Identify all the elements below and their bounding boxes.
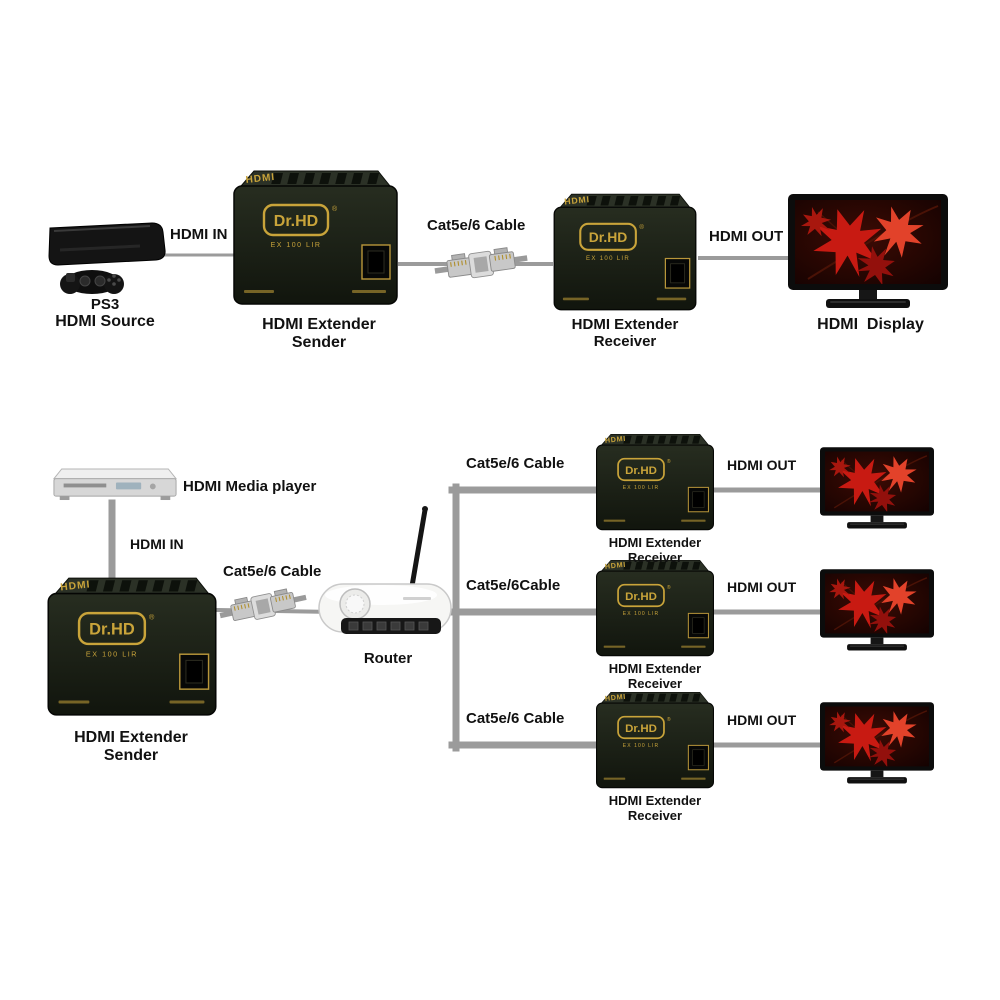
- hdmi-extender-receiver-2: [595, 559, 715, 657]
- media-player-label: HDMI Media player: [183, 478, 317, 495]
- hdmi-display-2: [820, 569, 934, 650]
- hdmi-out-label-top: HDMI OUT: [709, 228, 784, 245]
- sender-caption-bottom-line2: Sender: [103, 747, 159, 765]
- hdmi-out-label-1: HDMI OUT: [727, 457, 797, 473]
- hdmi-display-label: HDMI Display: [817, 316, 924, 333]
- cat5-label-branch-1: Cat5e/6 Cable: [466, 455, 565, 472]
- receiver-caption-3-line1: HDMI Extender: [608, 793, 702, 808]
- hdmi-display-3: [820, 702, 934, 783]
- hdmi-extender-receiver-top: [553, 192, 697, 311]
- hdmi-extender-sender-bottom: [47, 576, 217, 717]
- hdmi-out-label-3: HDMI OUT: [727, 712, 797, 728]
- receiver-caption-3: HDMI Extender Receiver: [580, 793, 730, 824]
- hdmi-media-player: [53, 468, 177, 501]
- sender-caption-top-line2: Sender: [291, 334, 347, 352]
- cat5-label-router: Cat5e/6 Cable: [223, 563, 322, 580]
- hdmi-extender-receiver-3: [595, 691, 715, 789]
- receiver-caption-2: HDMI Extender Receiver: [580, 661, 730, 692]
- sender-caption-top-line1: HDMI Extender: [262, 316, 376, 333]
- router-label: Router: [363, 650, 413, 667]
- receiver-caption-3-line2: Receiver: [627, 807, 683, 823]
- rj45-coupler-top: [432, 244, 530, 284]
- sender-caption-bottom-line1: HDMI Extender: [74, 729, 188, 746]
- hdmi-source-label: HDMI Source: [55, 313, 155, 330]
- hdmi-display-1: [820, 447, 934, 528]
- sender-caption-bottom: HDMI Extender Sender: [45, 729, 217, 766]
- rj45-coupler-bottom: [216, 584, 310, 628]
- hdmi-extender-receiver-1: [595, 433, 715, 531]
- ps3-console: [47, 221, 167, 296]
- receiver-caption-2-line2: Receiver: [627, 675, 683, 691]
- hdmi-in-label-top: HDMI IN: [170, 226, 228, 243]
- ps3-label: PS3: [90, 296, 120, 313]
- receiver-caption-top-line1: HDMI Extender: [571, 316, 679, 333]
- receiver-caption-top: HDMI Extender Receiver: [550, 316, 700, 351]
- cat5-label-top: Cat5e/6 Cable: [427, 217, 526, 234]
- hdmi-out-label-2: HDMI OUT: [727, 579, 797, 595]
- sender-caption-top: HDMI Extender Sender: [235, 316, 403, 353]
- router-device: [319, 506, 451, 634]
- hdmi-in-label-bottom: HDMI IN: [130, 536, 184, 552]
- cat5-label-branch-2: Cat5e/6Cable: [466, 577, 561, 594]
- receiver-caption-1-line1: HDMI Extender: [608, 535, 702, 550]
- receiver-caption-1-line2: Receiver: [627, 549, 683, 565]
- receiver-caption-2-line1: HDMI Extender: [608, 661, 702, 676]
- receiver-caption-top-line2: Receiver: [593, 333, 657, 351]
- hdmi-display-top: [788, 194, 948, 308]
- hdmi-extender-sender-top: [232, 169, 399, 306]
- cat5-label-branch-3: Cat5e/6 Cable: [466, 710, 565, 727]
- receiver-caption-1: HDMI Extender Receiver: [580, 535, 730, 566]
